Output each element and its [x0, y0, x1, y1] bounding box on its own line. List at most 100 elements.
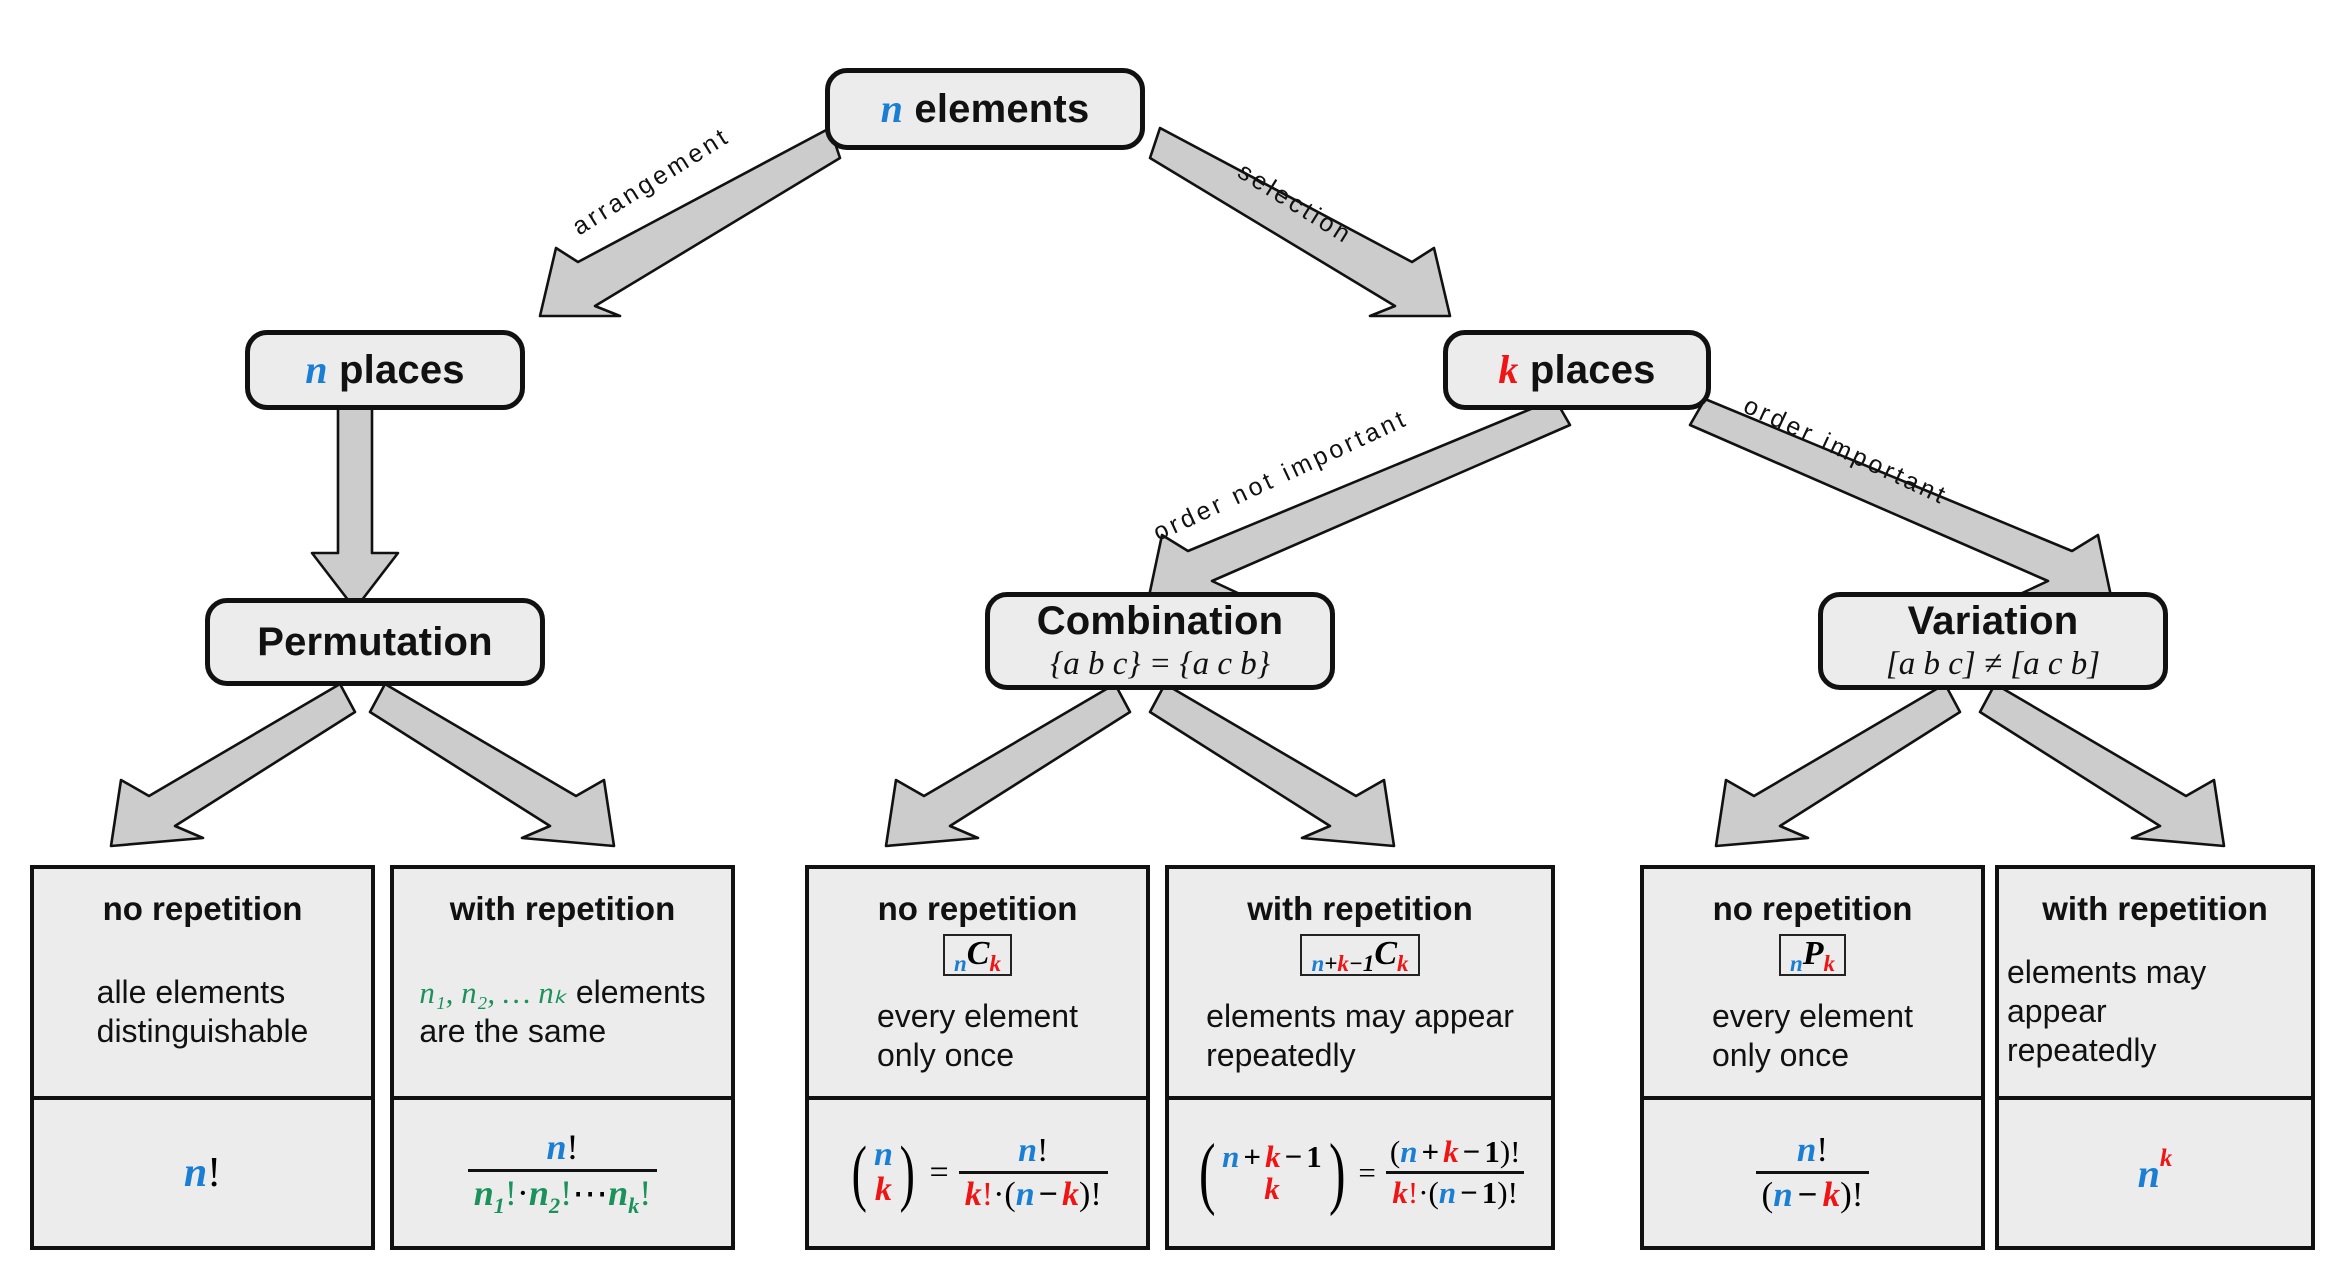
- fraction-denominator: (n−k)!: [1755, 1171, 1870, 1214]
- math-dots: ⋯: [572, 1172, 609, 1213]
- variable-n: n: [305, 347, 328, 392]
- arrow-permutation-to-no-repetition: [55, 680, 357, 860]
- leaf-formula: ( n+k−1 k ) = (n+k−1)! k!·(n−1)!: [1169, 1096, 1551, 1246]
- leaf-description-line: elements may appear: [2007, 954, 2207, 1030]
- math-minus: −: [1348, 951, 1363, 977]
- variable-k: k: [1498, 347, 1519, 392]
- arrow-selection: [1148, 120, 1490, 320]
- leaf-top-section: no repetition nPk every element only onc…: [1644, 869, 1981, 1096]
- node-n-places-label: places: [339, 348, 465, 392]
- leaf-description-line: distinguishable: [96, 1012, 309, 1049]
- leaf-permutation-with-repetition[interactable]: with repetition n₁, n₂, … nₖ elements ar…: [390, 865, 735, 1250]
- leaf-description-line: every element: [1712, 998, 1913, 1035]
- fraction-numerator: n!: [1796, 1130, 1829, 1170]
- leaf-description-line: only once: [877, 1037, 1014, 1074]
- arrow-variation-to-no-repetition: [1660, 680, 1962, 860]
- leaf-permutation-no-repetition[interactable]: no repetition alle elements distinguisha…: [30, 865, 375, 1250]
- math-nk: nk: [608, 1172, 640, 1218]
- symbol-badge-nPk: nPk: [1778, 934, 1847, 977]
- binomial-coefficient: ( n+k−1 k ): [1198, 1128, 1346, 1217]
- leaf-top-section: with repetition elements may appear repe…: [1999, 869, 2311, 1096]
- math-cdot: ·: [516, 1172, 529, 1213]
- math-P: P: [1802, 935, 1824, 973]
- node-k-places-label: places: [1529, 348, 1656, 392]
- node-n-elements-title: n elements: [880, 86, 1090, 131]
- leaf-description-line: alle elements: [96, 973, 286, 1010]
- leaf-description-line: repeatedly: [2007, 1032, 2157, 1069]
- math-n: n: [183, 1150, 208, 1196]
- math-k: k: [874, 1171, 892, 1208]
- math-n2: n2: [528, 1172, 561, 1218]
- leaf-description-line: only once: [1712, 1037, 1849, 1074]
- leaf-description-word: elements: [575, 973, 706, 1010]
- leaf-description: n₁, n₂, … nₖ elements are the same: [411, 973, 713, 1051]
- leaf-header: no repetition: [1712, 890, 1913, 927]
- math-k-sub: k: [989, 951, 1001, 977]
- leaf-top-section: no repetition alle elements distinguisha…: [34, 869, 371, 1096]
- node-n-elements-label: elements: [914, 87, 1090, 131]
- node-permutation-title: Permutation: [257, 620, 493, 664]
- leaf-combination-no-repetition[interactable]: no repetition nCk every element only onc…: [805, 865, 1150, 1250]
- leaf-description-line: repeatedly: [1206, 1037, 1356, 1074]
- leaf-header: with repetition: [449, 890, 676, 927]
- math-C: C: [966, 935, 990, 973]
- leaf-description-line: every element: [877, 998, 1078, 1035]
- fraction-denominator: n1!·n2!⋯nk!: [467, 1168, 658, 1218]
- math-n: n: [546, 1126, 567, 1167]
- node-variation-subtitle: [a b c] ≠ [a c b]: [1885, 645, 2101, 682]
- leaf-description-line: n₁, n₂, … nₖ elements: [419, 973, 705, 1012]
- node-variation[interactable]: Variation [a b c] ≠ [a c b]: [1818, 592, 2168, 690]
- leaf-formula: n! n1!·n2!⋯nk!: [394, 1096, 731, 1246]
- leaf-description: every element only once: [1704, 997, 1921, 1075]
- node-permutation[interactable]: Permutation: [205, 598, 545, 686]
- arrow-combination-to-no-repetition: [830, 680, 1132, 860]
- math-k-sub: k: [1397, 951, 1409, 977]
- arrow-permutation-to-with-repetition: [368, 680, 670, 860]
- variable-n: n: [880, 86, 904, 131]
- fraction-numerator: n!: [1018, 1132, 1049, 1170]
- symbol-badge-nCk: nCk: [943, 934, 1012, 977]
- math-factorial: !: [566, 1126, 579, 1167]
- leaf-header: no repetition: [877, 890, 1078, 927]
- arrow-n-places-to-permutation: [300, 393, 410, 615]
- node-combination-title: Combination: [1036, 598, 1284, 643]
- fraction-denominator: k!·(n−k)!: [958, 1171, 1108, 1213]
- leaf-variation-with-repetition[interactable]: with repetition elements may appear repe…: [1995, 865, 2315, 1250]
- node-variation-title: Variation: [1907, 598, 2079, 643]
- math-n-subscripted: n₁, n₂, … nₖ: [419, 974, 567, 1010]
- math-equals: =: [1358, 1155, 1376, 1190]
- leaf-description: alle elements distinguishable: [89, 973, 317, 1051]
- math-n: n: [873, 1136, 893, 1174]
- binomial-coefficient: ( n k ): [851, 1131, 915, 1214]
- leaf-description: every element only once: [869, 997, 1086, 1075]
- leaf-description: elements may appear repeatedly: [1999, 953, 2311, 1070]
- leaf-combination-with-repetition[interactable]: with repetition n+k−1Ck elements may app…: [1165, 865, 1555, 1250]
- leaf-header: with repetition: [1247, 890, 1473, 927]
- fraction-denominator: k!·(n−1)!: [1386, 1171, 1524, 1210]
- leaf-top-section: with repetition n₁, n₂, … nₖ elements ar…: [394, 869, 731, 1096]
- math-k-sub: k: [1823, 951, 1836, 977]
- leaf-variation-no-repetition[interactable]: no repetition nPk every element only onc…: [1640, 865, 1985, 1250]
- leaf-formula: n!: [34, 1096, 371, 1246]
- leaf-header: with repetition: [2042, 890, 2268, 927]
- leaf-header: no repetition: [102, 890, 303, 927]
- math-C: C: [1374, 935, 1398, 973]
- node-n-places-title: n places: [305, 347, 465, 392]
- arrow-arrangement: [500, 120, 842, 320]
- math-n-sub: n: [1311, 951, 1325, 977]
- node-n-elements[interactable]: n elements: [825, 68, 1145, 150]
- arrow-combination-to-with-repetition: [1148, 680, 1450, 860]
- node-n-places[interactable]: n places: [245, 330, 525, 410]
- node-combination[interactable]: Combination {a b c} = {a c b}: [985, 592, 1335, 690]
- arrow-order-not-important: [1100, 395, 1572, 615]
- math-k-sub: k: [1337, 951, 1349, 977]
- math-n-sub: n: [1789, 951, 1803, 977]
- symbol-badge-npk1Ck: n+k−1Ck: [1300, 934, 1420, 977]
- node-combination-subtitle: {a b c} = {a c b}: [1050, 645, 1270, 682]
- math-equals: =: [929, 1154, 949, 1191]
- leaf-description: elements may appear repeatedly: [1198, 997, 1522, 1075]
- math-n-sub: n: [954, 951, 967, 977]
- node-k-places[interactable]: k places: [1443, 330, 1711, 410]
- leaf-formula: ( n k ) = n! k!·(n−k)!: [809, 1096, 1146, 1246]
